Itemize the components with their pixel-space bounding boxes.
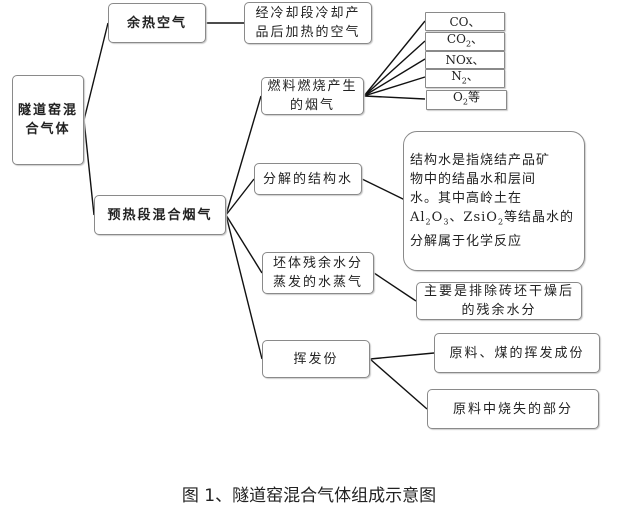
- connector: [363, 76, 426, 97]
- volatile-detail-coal: 原料、煤的挥发成份: [434, 333, 600, 373]
- connector: [83, 119, 95, 216]
- node-label-line: 坯体残余水分: [272, 256, 363, 271]
- node-label: 预热段混合烟气: [107, 207, 213, 223]
- node-label-line: 的烟气: [289, 98, 335, 113]
- node-label-line: 燃料燃烧产生: [267, 79, 358, 94]
- connector: [361, 178, 406, 201]
- residual-water-detail: 主要是排除砖坯干燥后 的残余水分: [416, 282, 582, 320]
- detail-line: 品后加热的空气: [255, 25, 361, 40]
- connector: [225, 214, 263, 274]
- preheat-flue-gas-node: 预热段混合烟气: [94, 195, 226, 235]
- detail-line: 原料中烧失的部分: [452, 401, 573, 417]
- detail-line: 主要是排除砖坯干燥后: [423, 284, 574, 299]
- connector: [363, 40, 426, 97]
- connector: [83, 22, 109, 121]
- gas-item-co2: CO2、: [425, 32, 505, 51]
- residual-water-vapor-node: 坯体残余水分 蒸发的水蒸气: [262, 252, 374, 294]
- fuel-combustion-gas-node: 燃料燃烧产生 的烟气: [261, 77, 364, 115]
- node-label: 余热空气: [126, 15, 187, 31]
- detail-line: 原料、煤的挥发成份: [449, 345, 585, 361]
- waste-heat-air-detail: 经冷却段冷却产 品后加热的空气: [244, 2, 372, 44]
- waste-heat-air-node: 余热空气: [108, 3, 206, 43]
- connector: [363, 95, 426, 100]
- connector: [363, 58, 426, 97]
- detail-line: 经冷却段冷却产: [255, 6, 361, 21]
- connector: [369, 352, 435, 360]
- connector: [373, 272, 417, 302]
- gas-item-o2: O2等: [426, 90, 507, 110]
- detail-line: 结构水是指烧结产品矿: [410, 153, 551, 169]
- detail-line: 的残余水分: [461, 303, 537, 318]
- gas-item-nox: NOx、: [425, 51, 505, 69]
- node-label-line: 蒸发的水蒸气: [272, 275, 363, 290]
- figure-caption: 图 1、隧道窑混合气体组成示意图: [181, 486, 437, 506]
- root-node: 隧道窑混 合气体: [12, 75, 84, 165]
- connector: [225, 95, 262, 216]
- detail-line: 分解属于化学反应: [410, 233, 523, 249]
- root-label-line: 合气体: [25, 122, 71, 137]
- volatile-detail-loss: 原料中烧失的部分: [427, 389, 599, 429]
- structural-water-node: 分解的结构水: [254, 163, 362, 195]
- gas-item-n2: N2、: [425, 69, 505, 88]
- detail-line: Al2O3、ZsiO2等结晶水的: [410, 210, 575, 227]
- root-label-line: 隧道窑混: [17, 103, 78, 118]
- connector: [369, 358, 428, 410]
- gas-item-co: CO、: [425, 12, 505, 31]
- volatile-node: 挥发份: [262, 340, 370, 378]
- connector: [363, 20, 426, 97]
- structural-water-detail: 结构水是指烧结产品矿 物中的结晶水和层间 水。其中高岭土在 Al2O3、ZsiO…: [403, 131, 585, 271]
- connector: [225, 178, 255, 216]
- connector: [225, 214, 263, 360]
- node-label: 分解的结构水: [262, 171, 353, 187]
- node-label: 挥发份: [293, 351, 339, 367]
- detail-line: 物中的结晶水和层间: [410, 172, 537, 188]
- detail-line: 水。其中高岭土在: [410, 191, 523, 207]
